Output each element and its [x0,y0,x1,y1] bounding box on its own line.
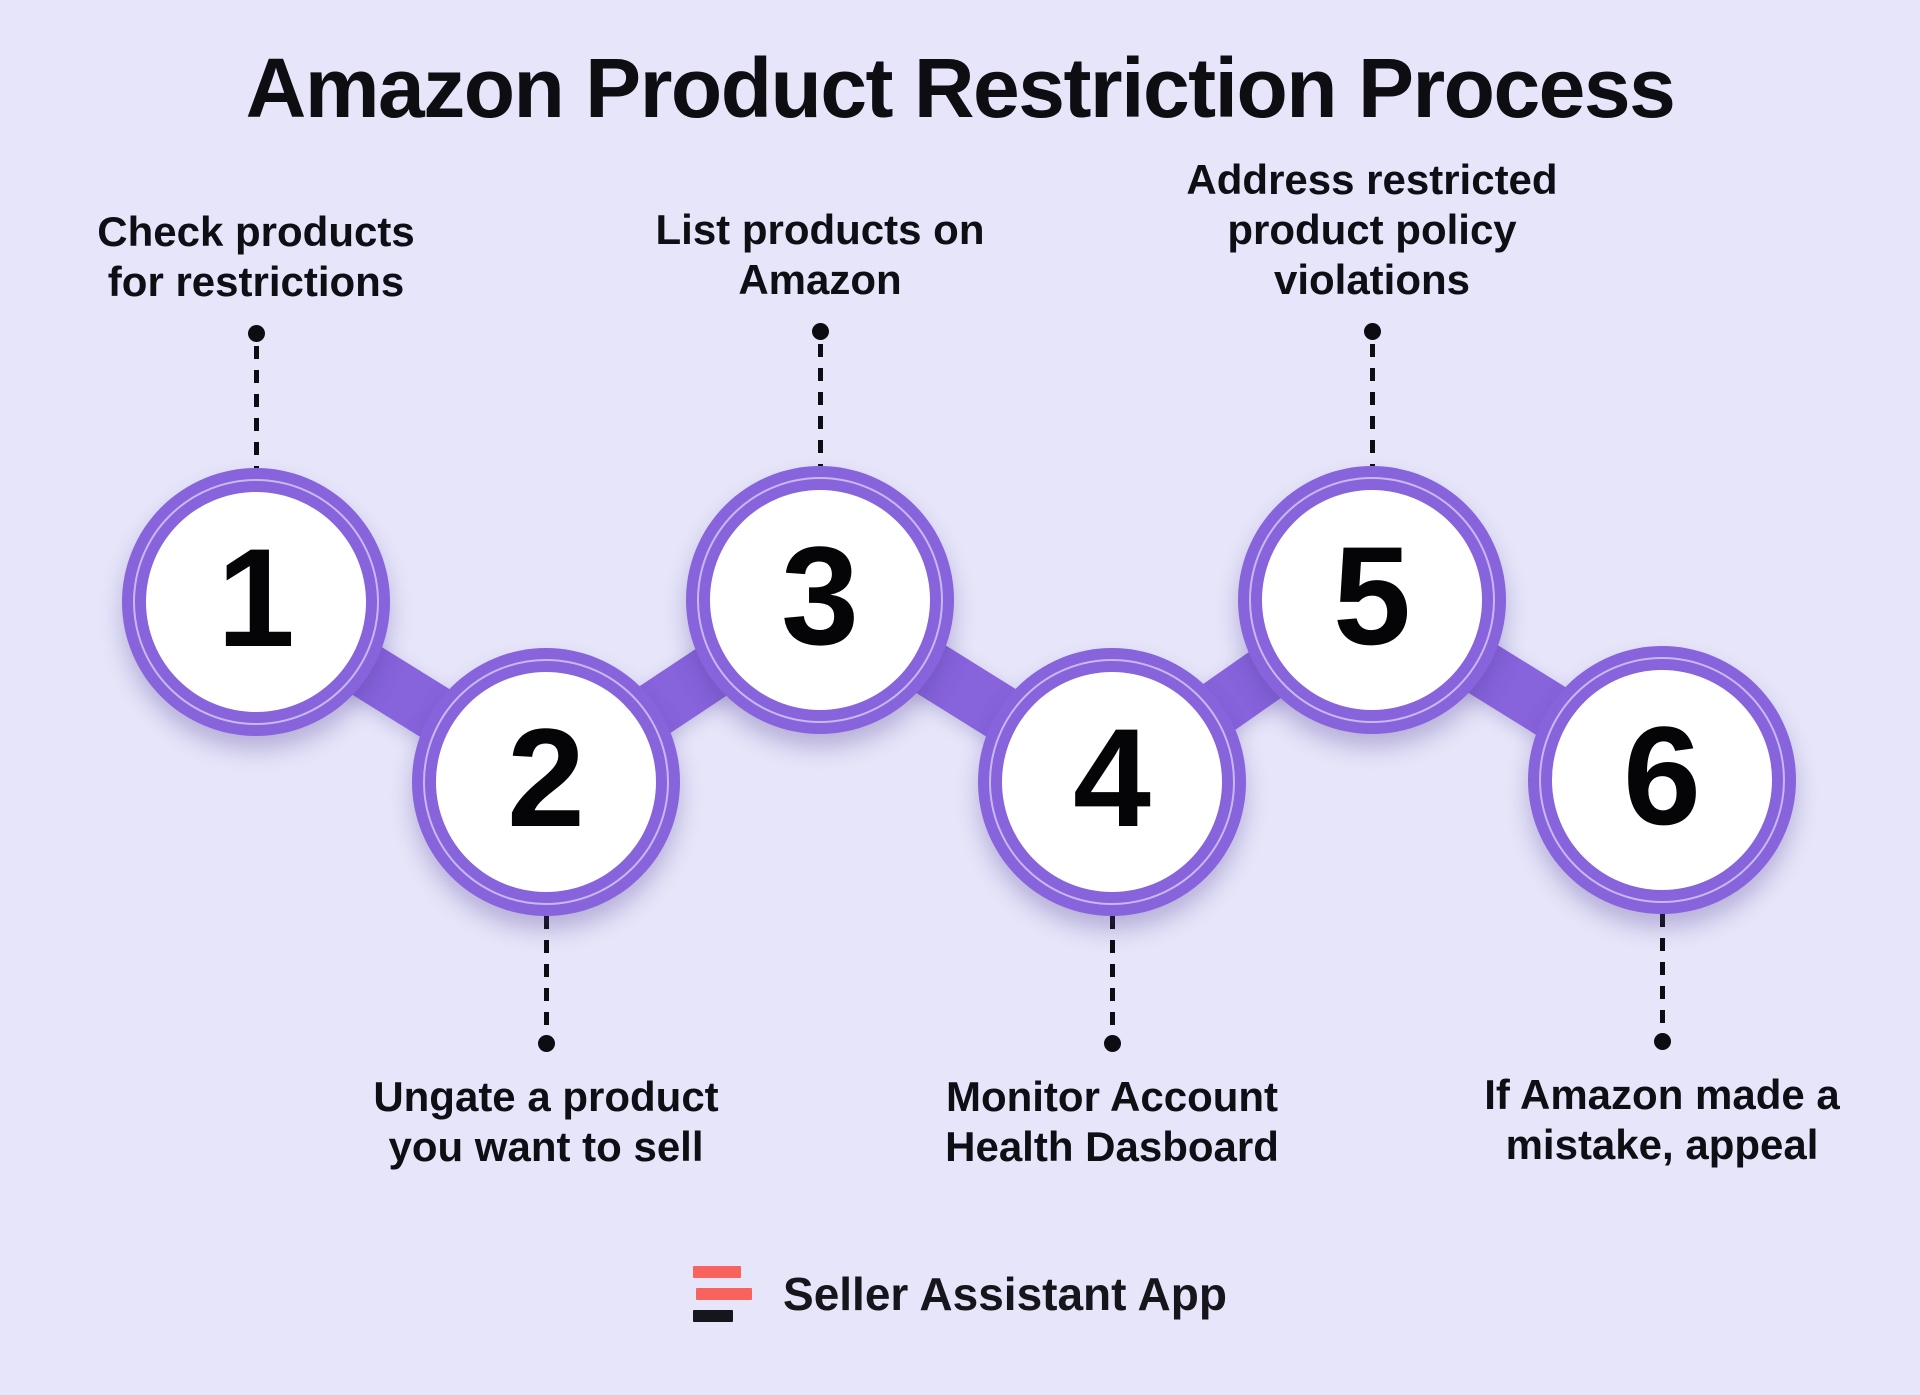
step-5-dot [1363,323,1381,340]
logo-bar-middle [696,1288,753,1300]
step-2-number: 2 [507,699,585,856]
step-5-number: 5 [1333,517,1411,674]
step-5: Address restricted product policy violat… [1186,156,1558,734]
step-3-label: List products on Amazon [655,206,985,304]
step-5-dotted-line [1363,323,1381,466]
step-3: List products on Amazon 3 [656,206,985,734]
step-6-circle-inner: 6 [1552,670,1772,890]
step-1-circle-inner: 1 [146,492,366,712]
step-4-dot [1103,1035,1121,1052]
step-3-number: 3 [781,517,859,674]
step-1-label: Check products for restrictions [97,208,415,306]
step-1: Check products for restrictions 1 [97,208,415,736]
step-4-number: 4 [1073,699,1151,856]
step-6: If Amazon made a mistake, appeal 6 [1484,646,1840,1168]
step-2-dotted-line [537,916,555,1052]
step-3-dotted-line [811,323,829,466]
step-2-dot [537,1035,555,1052]
step-4: Monitor Account Health Dasboard 4 [945,648,1279,1170]
step-2-circle-inner: 2 [436,672,656,892]
step-1-dotted-line [247,325,265,468]
step-5-label: Address restricted product policy violat… [1186,156,1558,304]
step-6-dotted-line [1653,914,1671,1050]
footer: Seller Assistant App [0,1266,1920,1322]
seller-assistant-logo-icon [693,1266,753,1322]
step-2-label: Ungate a product you want to sell [373,1073,719,1170]
step-4-label: Monitor Account Health Dasboard [945,1073,1279,1170]
step-3-circle-inner: 3 [710,490,930,710]
step-2: Ungate a product you want to sell 2 [373,648,719,1170]
step-1-dot [247,325,265,342]
step-2-circle: 2 [412,648,680,916]
step-6-dot [1653,1033,1671,1050]
step-3-dot [811,323,829,340]
step-1-circle: 1 [122,468,390,736]
step-6-label: If Amazon made a mistake, appeal [1484,1071,1840,1168]
step-5-circle-inner: 5 [1262,490,1482,710]
step-6-number: 6 [1623,697,1701,854]
step-4-dotted-line [1103,916,1121,1052]
step-4-circle-inner: 4 [1002,672,1222,892]
step-1-number: 1 [217,519,295,676]
step-3-circle: 3 [686,466,954,734]
step-4-circle: 4 [978,648,1246,916]
page-title: Amazon Product Restriction Process [245,41,1676,135]
step-5-circle: 5 [1238,466,1506,734]
step-6-circle: 6 [1528,646,1796,914]
logo-bar-bottom [693,1310,734,1322]
logo-bar-top [693,1266,742,1278]
brand-name: Seller Assistant App [783,1268,1227,1320]
